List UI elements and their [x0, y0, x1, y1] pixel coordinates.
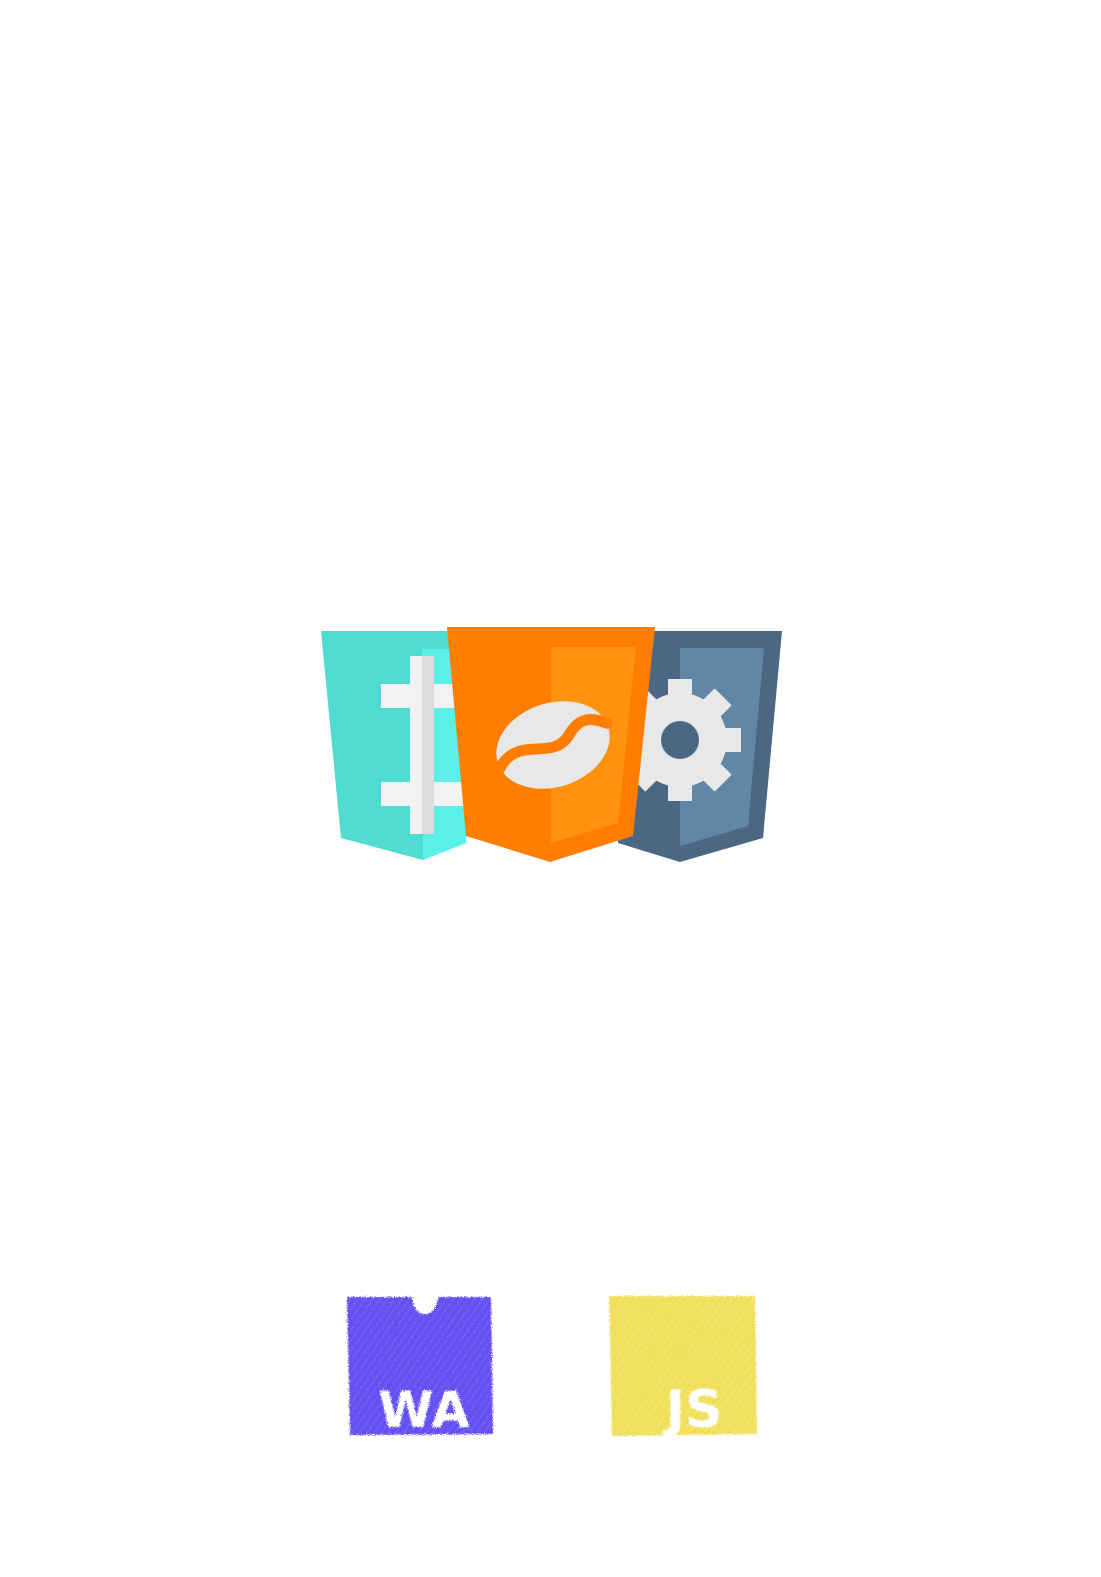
double-dagger-icon [381, 656, 466, 834]
coffee-bean-icon [494, 701, 613, 789]
webassembly-icon [347, 1297, 493, 1435]
slate-shield [618, 631, 782, 862]
javascript-label: JS [663, 1380, 723, 1440]
webassembly-badge: WA [347, 1297, 493, 1439]
javascript-icon [609, 1296, 757, 1436]
orange-shield [447, 627, 655, 862]
webassembly-label: WA [378, 1381, 470, 1439]
shield-group [321, 627, 782, 862]
javascript-badge: JS [609, 1296, 757, 1440]
teal-shield [321, 631, 480, 860]
